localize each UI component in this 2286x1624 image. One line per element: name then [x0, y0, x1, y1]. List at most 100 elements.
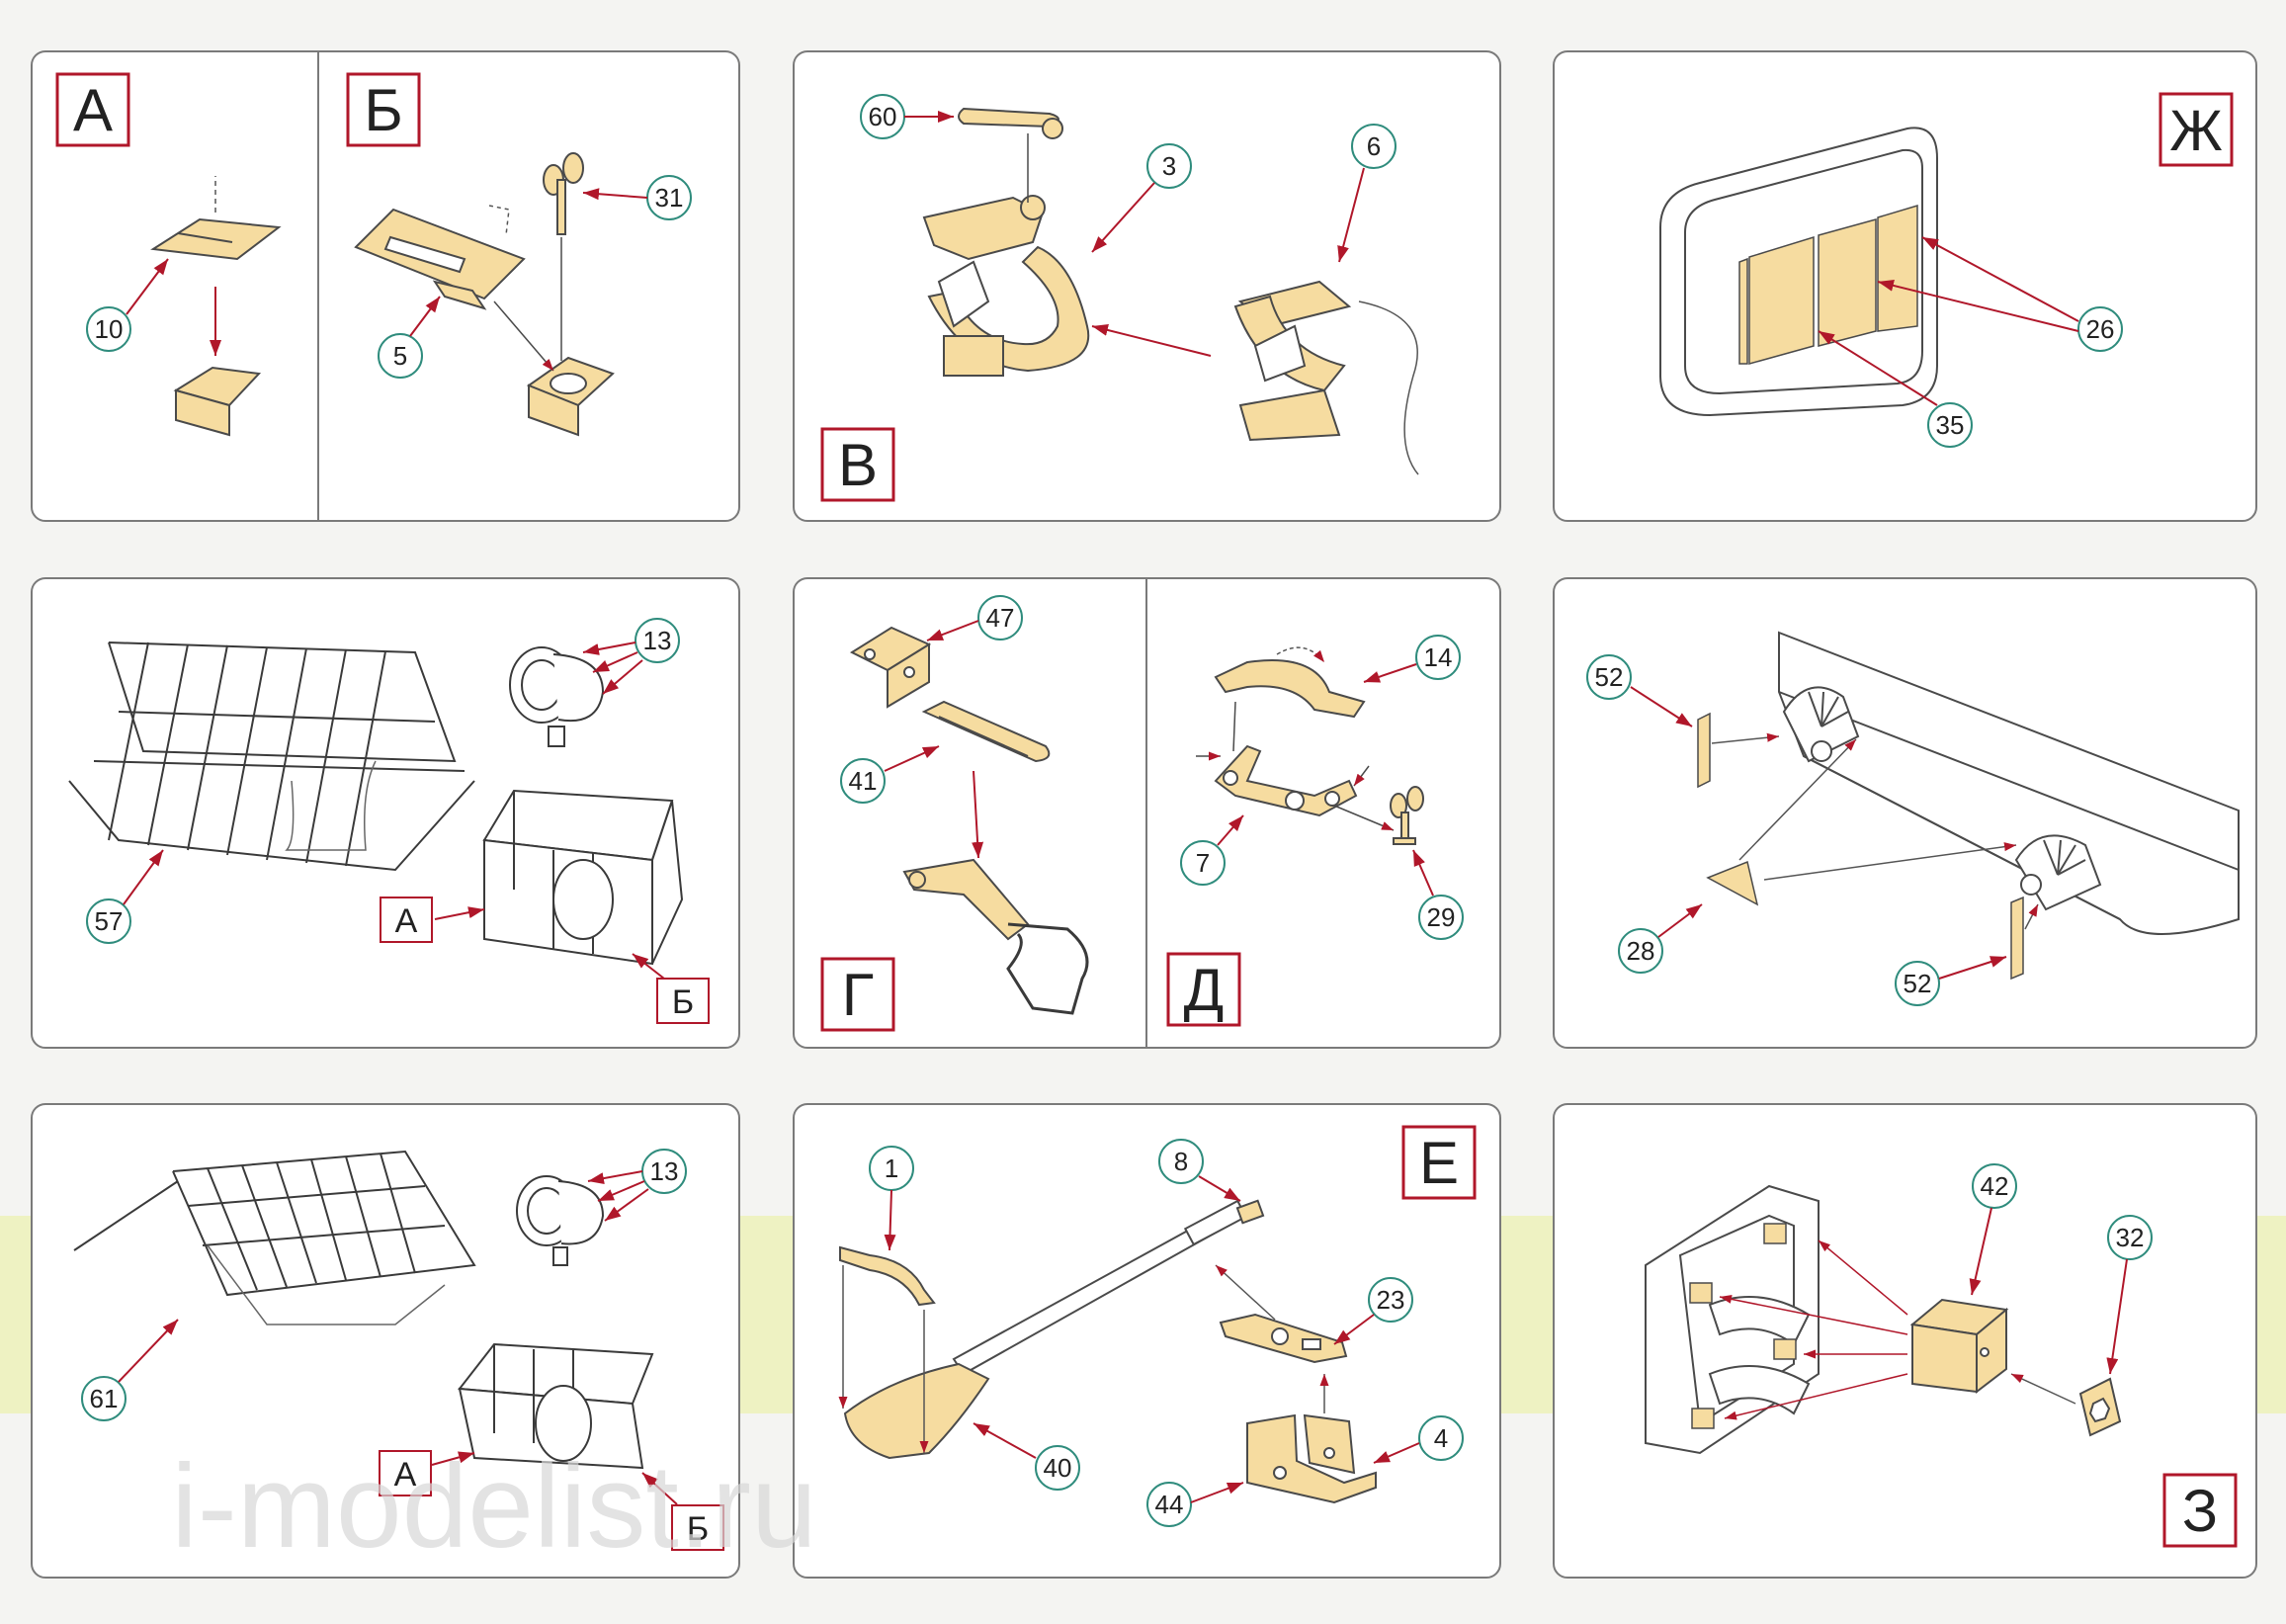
callout-52-lower-leader [1938, 956, 2007, 980]
panel-a-content: А 10 [55, 72, 282, 437]
letter-box-zh: Ж [2159, 92, 2234, 167]
svg-text:26: 26 [2086, 314, 2115, 344]
callout-31-leader [582, 188, 648, 201]
part-26-panels [1748, 204, 1918, 365]
svg-text:42: 42 [1981, 1171, 2009, 1201]
svg-text:28: 28 [1627, 936, 1655, 966]
part-32-plate [2078, 1377, 2122, 1437]
headlight-cage-r3 [458, 1342, 654, 1470]
part-57-label-box-a: А [380, 897, 433, 943]
letter-box-a: А [55, 72, 130, 147]
callout-13-r3-leader-a [587, 1170, 643, 1185]
track-link-yellow-cubes [1689, 1223, 1797, 1429]
callout-13-r2: 13 [635, 618, 680, 663]
callout-1-leader [884, 1189, 896, 1251]
part-57-rack [68, 641, 475, 872]
outline-hull-r2c1 [285, 760, 377, 851]
callout-5: 5 [378, 333, 423, 379]
part-61-rack [73, 1150, 476, 1297]
callout-8-leader [1198, 1175, 1241, 1202]
label-b-leader-r3 [641, 1472, 678, 1505]
callout-4-leader [1373, 1442, 1420, 1464]
callout-47: 47 [977, 595, 1023, 641]
part-60 [958, 107, 1063, 139]
hinge-left [1782, 686, 1860, 763]
letter-zh: Ж [2169, 99, 2223, 163]
label-a-leader [434, 906, 485, 920]
callout-61: 61 [81, 1376, 127, 1421]
callout-26-leader-a [1921, 236, 2079, 322]
letter-box-b: Б [346, 72, 421, 147]
panel-e-content: Е 1 [838, 1125, 1477, 1527]
callout-41: 41 [840, 758, 886, 804]
headlight [509, 646, 605, 747]
callout-4: 4 [1418, 1415, 1464, 1461]
callout-13-leader-b [592, 651, 638, 673]
letter-b: Б [364, 77, 402, 143]
svg-text:31: 31 [655, 183, 684, 213]
svg-text:3: 3 [1162, 151, 1176, 181]
callout-52-upper-leader [1630, 686, 1693, 727]
callout-35: 35 [1927, 402, 1973, 448]
part-6 [1233, 280, 1352, 442]
letter-d: Д [1184, 957, 1225, 1023]
callout-57-leader [123, 849, 164, 905]
callout-8: 8 [1158, 1139, 1204, 1184]
panel-r3c1-content: А Б 13 61 [73, 1149, 724, 1551]
svg-text:1: 1 [885, 1154, 898, 1183]
part-42-cube [1909, 1298, 2009, 1395]
part-5-folded [526, 356, 615, 437]
arrow-z-b [1719, 1294, 1908, 1335]
svg-text:52: 52 [1904, 969, 1932, 998]
callout-3-leader [1091, 182, 1155, 253]
callout-52-upper: 52 [1586, 654, 1632, 700]
arrow-28-to-hinge-a [1738, 738, 1857, 861]
callout-13-leader-c [602, 659, 643, 695]
callout-6-leader [1337, 167, 1365, 263]
svg-text:61: 61 [90, 1384, 119, 1413]
headlight-r3 [516, 1175, 605, 1266]
letter-box-g: Г [820, 957, 895, 1032]
svg-text:5: 5 [393, 341, 407, 371]
callout-60: 60 [860, 94, 905, 139]
callout-32: 32 [2107, 1215, 2153, 1260]
svg-text:52: 52 [1595, 662, 1624, 692]
callout-10: 10 [86, 306, 131, 352]
watermark: i-modelist.ru [171, 1440, 817, 1573]
callout-13-r3-leader-c [604, 1188, 649, 1222]
part-31 [543, 152, 584, 235]
svg-text:Б: Б [687, 1510, 709, 1548]
callout-44-leader [1190, 1482, 1244, 1503]
part-3 [922, 195, 1090, 377]
arrow-b-fold [493, 300, 554, 372]
arrow-z-a [1818, 1239, 1908, 1316]
svg-text:44: 44 [1155, 1490, 1184, 1519]
svg-text:6: 6 [1367, 131, 1381, 161]
headlight-cage [482, 789, 684, 966]
arrow-52-lower [2024, 903, 2039, 930]
part-47 [849, 626, 932, 709]
svg-text:35: 35 [1936, 410, 1965, 440]
panel-v-content: В 60 3 [820, 94, 1419, 502]
part-1 [839, 1245, 936, 1307]
svg-text:47: 47 [986, 603, 1015, 633]
callout-7-leader [1217, 814, 1244, 846]
dim-d-right [1353, 765, 1370, 787]
callout-23-leader [1333, 1314, 1375, 1345]
part-52-lower [2010, 896, 2024, 981]
arrow-v-6-to-3 [1091, 324, 1212, 357]
part-57-label-box-b: Б [656, 978, 710, 1024]
letter-v: В [838, 432, 878, 498]
callout-31: 31 [646, 175, 692, 220]
part-29 [1390, 786, 1424, 845]
letter-z: З [2182, 1478, 2218, 1544]
fold-arrow-14 [1276, 646, 1325, 663]
callout-61-leader [118, 1319, 179, 1383]
svg-text:23: 23 [1377, 1285, 1405, 1315]
outline-part-g [1006, 922, 1089, 1015]
arrow-52-upper [1711, 732, 1780, 744]
callout-14: 14 [1415, 635, 1461, 680]
callout-40-leader [973, 1422, 1037, 1459]
svg-text:14: 14 [1424, 642, 1453, 672]
